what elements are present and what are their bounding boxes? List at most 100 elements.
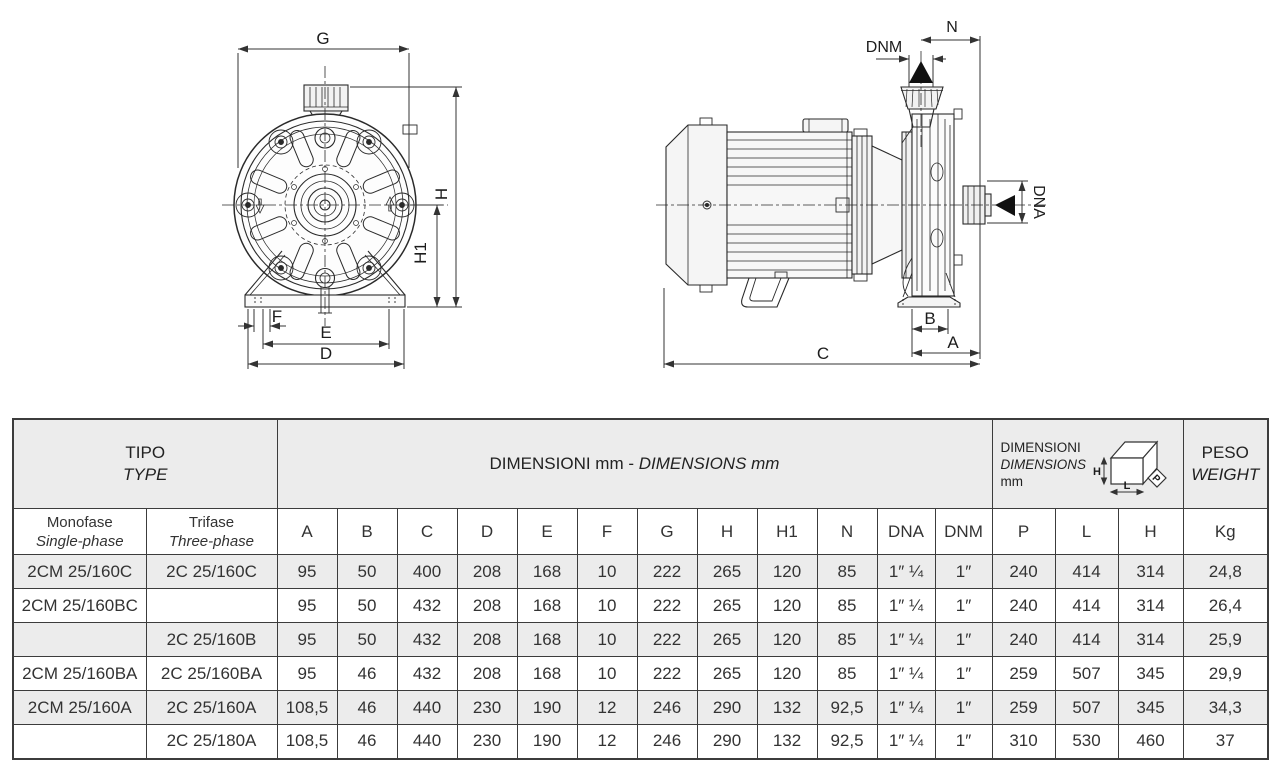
cell-dim-kg: 26,4 [1182, 588, 1269, 623]
cell-dim-a: 95 [276, 622, 338, 657]
dim-label-g: G [316, 29, 329, 48]
cell-dim-h: 460 [1117, 724, 1184, 759]
cell-dim-f: 12 [576, 724, 638, 759]
cell-dim-dnm: 1″ [934, 622, 993, 657]
cell-dim-dnm: 1″ [934, 690, 993, 725]
cell-type-trifase [145, 588, 278, 623]
cell-dim-c: 432 [396, 656, 458, 691]
suction-arrow-icon [995, 195, 1015, 216]
cell-dim-p: 240 [991, 588, 1056, 623]
cell-dim-g: 246 [636, 724, 698, 759]
table-header-pack-dimensions: DIMENSIONI DIMENSIONS mm [991, 418, 1184, 509]
cell-dim-f: 10 [576, 656, 638, 691]
cell-dim-a: 108,5 [276, 690, 338, 725]
col-header-p: P [991, 508, 1056, 555]
dim-label-h: H [432, 188, 451, 200]
cell-type-monofase [12, 622, 147, 657]
cell-type-trifase: 2C 25/180A [145, 724, 278, 759]
cell-dim-e: 168 [516, 622, 578, 657]
cell-dim-h: 314 [1117, 622, 1184, 657]
cell-type-monofase: 2CM 25/160A [12, 690, 147, 725]
cell-dim-h1: 132 [756, 690, 818, 725]
cell-dim-n: 92,5 [816, 724, 878, 759]
dim-label-dnm: DNM [866, 39, 902, 56]
cell-dim-h: 345 [1117, 656, 1184, 691]
cell-type-trifase: 2C 25/160A [145, 690, 278, 725]
cell-dim-h1: 120 [756, 622, 818, 657]
cell-dim-kg: 37 [1182, 724, 1269, 759]
cell-dim-e: 190 [516, 690, 578, 725]
dim-label-c: C [817, 344, 829, 363]
cell-dim-b: 50 [336, 588, 398, 623]
cell-dim-p: 240 [991, 622, 1056, 657]
cell-dim-l: 507 [1054, 690, 1119, 725]
cell-type-monofase: 2CM 25/160C [12, 554, 147, 589]
cell-dim-a: 95 [276, 554, 338, 589]
cell-dim-h: 265 [696, 622, 758, 657]
svg-text:L: L [1123, 480, 1130, 492]
cell-dim-n: 85 [816, 656, 878, 691]
cell-dim-f: 10 [576, 588, 638, 623]
cell-dim-b: 46 [336, 656, 398, 691]
cell-dim-g: 246 [636, 690, 698, 725]
dim-label-n: N [946, 19, 958, 36]
col-header-h1: H1 [756, 508, 818, 555]
col-header-g: G [636, 508, 698, 555]
cell-dim-h: 265 [696, 554, 758, 589]
cell-dim-a: 95 [276, 656, 338, 691]
header-dimensions-mm: DIMENSIONS mm [638, 454, 780, 473]
dim-label-e: E [320, 323, 331, 342]
cell-dim-g: 222 [636, 656, 698, 691]
header-type: TYPE [123, 465, 168, 484]
cell-dim-dna: 1″ ¼ [876, 554, 936, 589]
cell-dim-d: 208 [456, 554, 518, 589]
cell-type-monofase: 2CM 25/160BC [12, 588, 147, 623]
cell-dim-f: 10 [576, 554, 638, 589]
cell-dim-dna: 1″ ¼ [876, 588, 936, 623]
cell-dim-kg: 24,8 [1182, 554, 1269, 589]
col-header-b: B [336, 508, 398, 555]
cell-dim-b: 50 [336, 554, 398, 589]
cell-dim-dna: 1″ ¼ [876, 724, 936, 759]
col-header-e: E [516, 508, 578, 555]
cell-dim-h: 265 [696, 656, 758, 691]
col-header-trifase: Trifase Three-phase [145, 508, 278, 555]
pack-mm-label: mm [1000, 473, 1024, 489]
cell-type-monofase: 2CM 25/160BA [12, 656, 147, 691]
cell-dim-h: 314 [1117, 554, 1184, 589]
dim-label-dna: DNA [1030, 185, 1047, 219]
col-header-l: L [1054, 508, 1119, 555]
cell-dim-d: 208 [456, 622, 518, 657]
cell-dim-p: 310 [991, 724, 1056, 759]
pack-dimensions-label: DIMENSIONS [1000, 456, 1087, 472]
cell-dim-n: 85 [816, 554, 878, 589]
cell-dim-h1: 132 [756, 724, 818, 759]
cell-dim-c: 432 [396, 622, 458, 657]
cell-dim-dnm: 1″ [934, 554, 993, 589]
dim-label-f: F [272, 307, 282, 326]
cell-dim-kg: 29,9 [1182, 656, 1269, 691]
cell-dim-dna: 1″ ¼ [876, 656, 936, 691]
cell-dim-e: 168 [516, 554, 578, 589]
cell-dim-h: 314 [1117, 588, 1184, 623]
cell-dim-a: 108,5 [276, 724, 338, 759]
header-weight: WEIGHT [1191, 465, 1260, 484]
col-header-f: F [576, 508, 638, 555]
col-header-n: N [816, 508, 878, 555]
pack-dimensioni-label: DIMENSIONI [1000, 439, 1081, 455]
cell-dim-f: 10 [576, 622, 638, 657]
table-header-type: TIPO TYPE [12, 418, 278, 509]
cell-dim-kg: 34,3 [1182, 690, 1269, 725]
cell-dim-h1: 120 [756, 554, 818, 589]
cell-dim-a: 95 [276, 588, 338, 623]
cell-dim-l: 414 [1054, 622, 1119, 657]
col-header-kg: Kg [1182, 508, 1269, 555]
package-box-icon: H L P [1093, 440, 1167, 496]
cell-type-monofase [12, 724, 147, 759]
cell-dim-l: 414 [1054, 554, 1119, 589]
